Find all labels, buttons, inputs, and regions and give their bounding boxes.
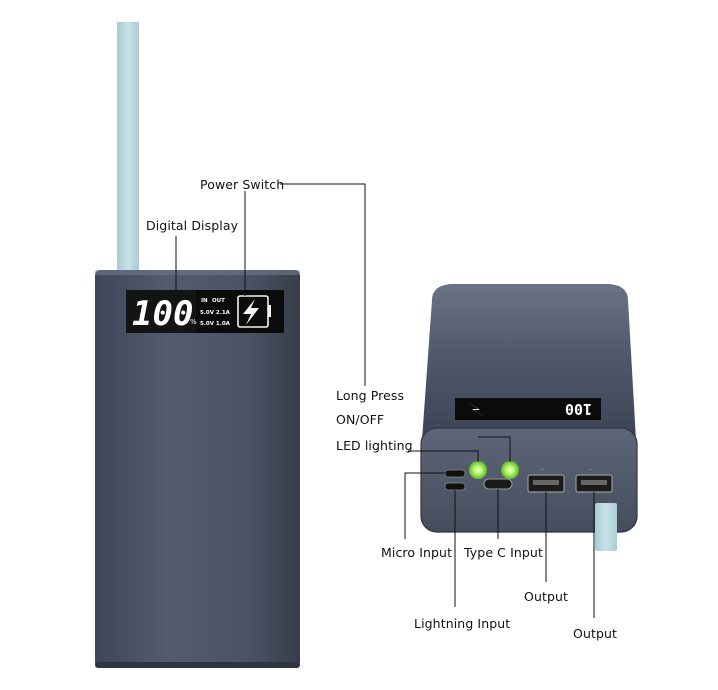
power-switch-line-right: [280, 183, 366, 386]
led-light-right: [501, 461, 519, 479]
label-micro-input: Micro Input: [381, 545, 453, 560]
display-in-label: IN: [201, 298, 208, 304]
svg-text:—: —: [589, 467, 593, 472]
angled-display-percent: 100: [565, 400, 592, 418]
label-output-2: Output: [573, 626, 618, 641]
display-spec-1: 5.0V 2.1A: [200, 310, 231, 316]
display-spec-2: 5.0V 1.0A: [200, 321, 231, 327]
label-lightning-input: Lightning Input: [414, 616, 511, 631]
lanyard-strap: [117, 22, 139, 274]
label-led-lighting: LED lighting: [336, 438, 413, 453]
led-line-right: [478, 436, 511, 462]
led-light-left: [469, 461, 487, 479]
callout-lines: [175, 183, 595, 618]
led-line-left: [408, 450, 479, 462]
angled-bolt-icon: [468, 402, 484, 417]
type-c-port: [483, 478, 513, 490]
power-switch-bolt-icon: [237, 295, 271, 328]
angled-lanyard: [595, 503, 617, 551]
display-percent: 100: [132, 294, 193, 334]
svg-text:—: —: [540, 467, 544, 472]
label-digital-display: Digital Display: [146, 218, 239, 233]
display-out-label: OUT: [212, 298, 225, 304]
label-long-press: Long Press: [336, 388, 405, 403]
angled-display: [455, 398, 601, 420]
label-type-c-input: Type C Input: [464, 545, 543, 560]
lightning-port: [444, 482, 466, 491]
front-body: [95, 270, 300, 668]
label-on-off: ON/OFF: [336, 412, 385, 427]
micro-usb-port: [444, 469, 466, 478]
display-percent-sign: %: [190, 318, 197, 326]
label-output-1: Output: [524, 589, 569, 604]
label-power-switch: Power Switch: [200, 177, 285, 192]
angled-power-bank: 100 — —: [420, 284, 638, 551]
micro-input-line: [404, 472, 445, 539]
front-power-bank: 100 % IN OUT 5.0V 2.1A 5.0V 1.0A: [95, 22, 300, 668]
